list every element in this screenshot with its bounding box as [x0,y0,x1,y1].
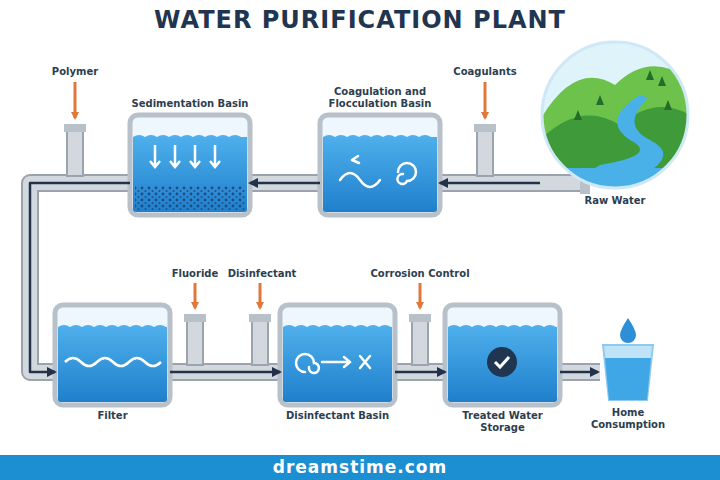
water-glass [603,345,653,400]
water-glass [620,318,636,343]
basin-tank [55,305,170,405]
process-basin: Home Consumption [576,312,680,431]
dosing-arrow [484,82,487,118]
water-glass [603,318,653,400]
footer-bar [0,455,720,480]
chemical-label: Corrosion Control [370,268,469,280]
check-symbol [487,347,517,377]
basin-tank [320,115,440,215]
dosing-pipe [64,124,86,132]
basin-tank [58,325,167,402]
disinfection-symbol [322,357,350,367]
dosing-pipe [252,320,268,365]
basin-area [280,305,395,405]
dosing-pipe [409,314,431,322]
chemical-label: Disinfectant [228,268,297,280]
basin-area [320,115,440,215]
floc-swirl [397,163,416,184]
process-basin: Treated Water Storage [445,305,560,434]
basin-tank [283,325,392,402]
settling-arrows [150,145,220,167]
dosing-arrow [194,283,197,308]
check-symbol [495,357,509,367]
basin-tank [448,325,557,402]
diagram-title: WATER PURIFICATION PLANT [0,6,720,34]
flow-arrow [250,182,320,185]
flow-arrow [30,183,130,372]
settling-arrows [150,145,160,167]
basin-tank [58,325,167,402]
dosing-pipe [477,130,493,176]
dosing-pipe [412,320,428,365]
basin-tank [320,115,440,215]
process-basin: Disinfectant Basin [280,305,395,422]
floc-swirl [340,156,416,187]
water-glass [605,358,651,400]
dosing-pipe [184,314,206,322]
watermark: dreamstime.com [273,457,448,477]
check-symbol [487,347,517,377]
flow-arrow [440,182,540,185]
settling-arrows [210,145,220,167]
dosing-arrow [75,82,485,308]
raw-water-scene [574,70,672,120]
basin-area [55,305,170,405]
process-basin: Filter [55,305,170,422]
flow-arrow [560,371,598,374]
dosing-arrow [419,283,422,308]
basin-area [540,40,690,190]
basin-label: Raw Water [540,195,690,207]
raw-water-scene [540,40,690,193]
basin-tank [133,135,247,212]
dosing-pipe [249,314,271,322]
process-basin: Raw Water [540,40,690,207]
basin-tank [133,135,247,212]
disinfection-symbol [296,354,319,373]
dosing-pipe [67,130,83,176]
basin-tank [448,325,557,402]
chemical-label: Polymer [52,66,98,78]
flow-arrow [395,371,445,374]
dosing-pipe [474,124,496,132]
chemical-label: Fluoride [172,268,219,280]
basin-label: Treated Water Storage [445,410,560,434]
settling-arrows [190,145,200,167]
basin-tank [280,305,395,405]
basin-tank [130,115,250,215]
settling-arrows [170,145,180,167]
dosing-arrow [74,82,77,118]
basin-label: Sedimentation Basin [130,98,250,110]
raw-water-scene [540,40,690,190]
dosing-pipe [187,320,203,365]
scene-border [542,42,688,188]
basin-tank [283,325,392,402]
basin-label: Disinfectant Basin [280,410,395,422]
basin-tank [323,135,437,212]
basin-area [445,305,560,405]
basin-tank [323,135,437,212]
chemical-label: Coagulants [453,66,516,78]
disinfection-symbol [296,354,370,373]
basin-area [598,312,658,402]
dosing-arrow [259,283,262,308]
disinfection-symbol [360,356,370,368]
process-basin: Coagulation and Flocculation Basin [315,86,445,215]
sediment [135,186,245,210]
process-basin: Sedimentation Basin [130,98,250,215]
basin-tank [55,305,170,405]
basin-area [130,115,250,215]
basin-tank [445,305,560,405]
flow-arrow [170,371,280,374]
filter-flow [65,358,161,366]
floc-swirl [352,156,359,163]
basin-tank [280,305,395,405]
basin-label: Filter [55,410,170,422]
basin-tank [445,305,560,405]
basin-tank [130,115,250,215]
floc-swirl [340,173,380,187]
basin-label: Coagulation and Flocculation Basin [315,86,445,110]
basin-label: Home Consumption [576,407,680,431]
